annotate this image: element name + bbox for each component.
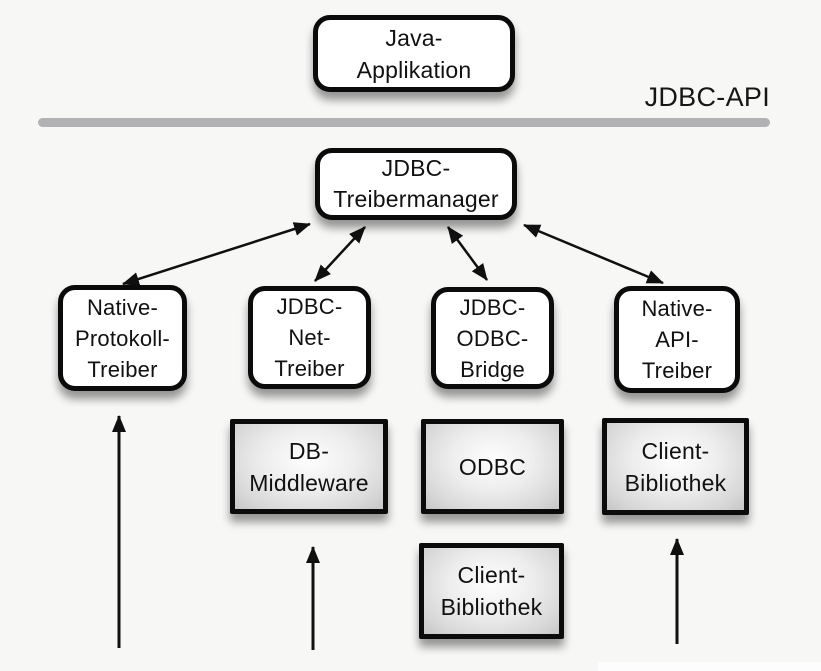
node-label: JDBC- Net- Treiber	[274, 294, 345, 381]
node-label: Native- Protokoll- Treiber	[75, 294, 170, 382]
node-native-api-treiber: Native- API- Treiber	[614, 286, 740, 393]
node-label: JDBC- Treibermanager	[333, 155, 499, 212]
node-label: Client- Bibliothek	[440, 562, 543, 620]
node-db-middleware: DB- Middleware	[230, 419, 388, 514]
node-label: Native- API- Treiber	[641, 296, 713, 383]
bottom-right-cropped-box-edge	[598, 662, 821, 671]
node-jdbc-net-treiber: JDBC- Net- Treiber	[248, 286, 371, 389]
node-jdbc-treibermanager: JDBC- Treibermanager	[315, 148, 517, 220]
node-native-protokoll-treiber: Native- Protokoll- Treiber	[58, 285, 187, 391]
node-java-applikation: Java- Applikation	[313, 15, 515, 92]
node-client-bibliothek-bottom: Client- Bibliothek	[419, 543, 564, 639]
node-label: Java- Applikation	[356, 24, 472, 83]
node-client-bibliothek-right: Client- Bibliothek	[602, 418, 749, 515]
arrow-treibermanager-native-api	[523, 223, 664, 285]
node-label: Client- Bibliothek	[624, 437, 727, 496]
node-label: DB- Middleware	[249, 437, 369, 496]
jdbc-api-separator-line	[38, 118, 770, 127]
arrow-treibermanager-jdbc-net	[314, 226, 366, 282]
arrow-treibermanager-native-protokoll	[122, 222, 311, 286]
jdbc-api-label: JDBC-API	[644, 82, 770, 112]
node-label: ODBC	[458, 453, 527, 480]
node-odbc: ODBC	[421, 419, 564, 514]
node-jdbc-odbc-bridge: JDBC- ODBC- Bridge	[431, 287, 554, 389]
node-label: JDBC- ODBC- Bridge	[456, 294, 529, 382]
arrow-treibermanager-jdbc-odbc	[446, 226, 489, 281]
